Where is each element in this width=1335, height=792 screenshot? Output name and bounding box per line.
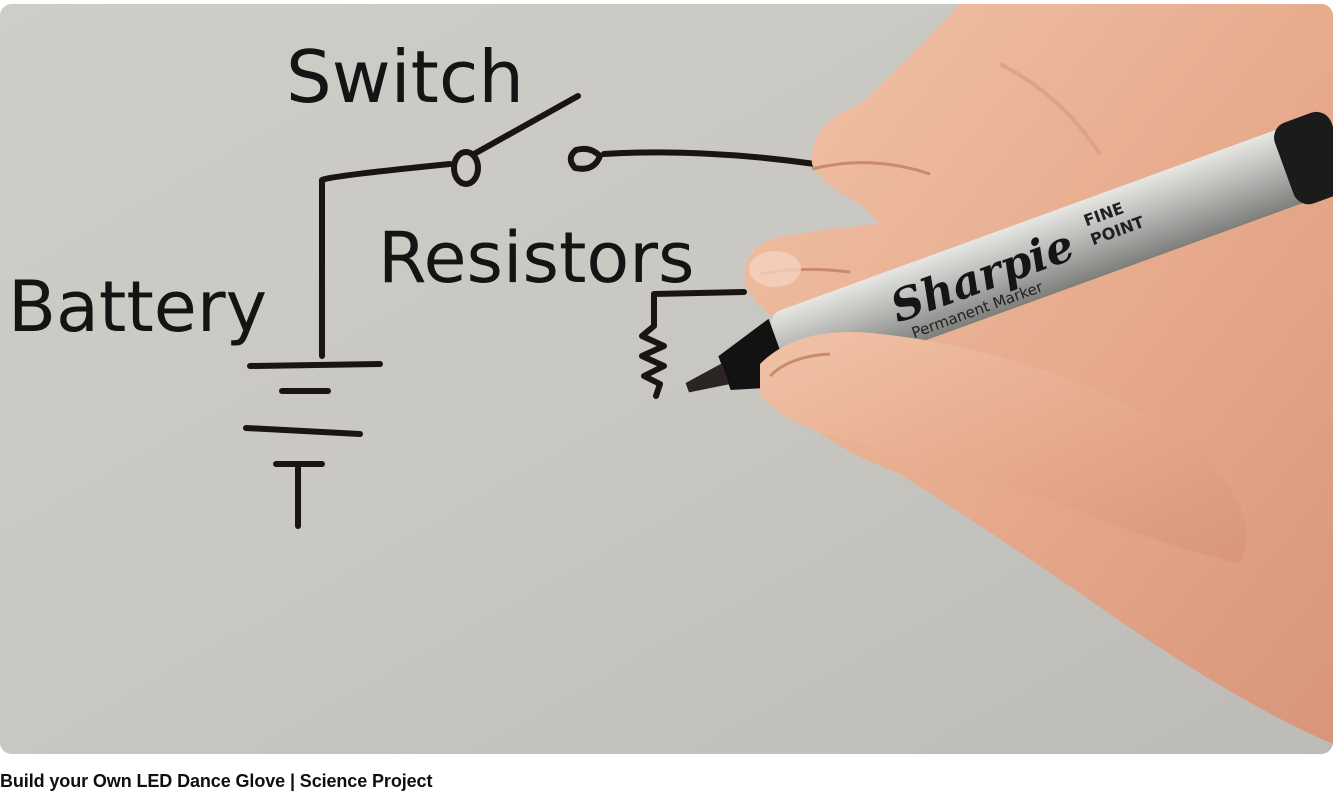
circuit-drawing: [243, 93, 818, 529]
battery-label: Battery: [8, 266, 267, 348]
video-player[interactable]: Switch Resistors Battery Sharpie FINE PO…: [0, 4, 1333, 754]
battery-plate-1: [247, 361, 383, 369]
resistor-zigzag: [639, 289, 747, 399]
resistors-label: Resistors: [378, 217, 694, 299]
marker-illustration: Sharpie FINE POINT Permanent Marker: [685, 111, 1333, 393]
circuit-wire-left: [319, 161, 453, 359]
circuit-wire-right: [601, 149, 818, 167]
thumb-illustration: [760, 332, 1247, 564]
switch-label: Switch: [286, 35, 524, 119]
switch-contact-left: [451, 149, 481, 187]
video-title[interactable]: Build your Own LED Dance Glove | Science…: [0, 771, 433, 791]
switch-lever: [471, 93, 581, 157]
video-frame: Switch Resistors Battery Sharpie FINE PO…: [0, 4, 1333, 754]
switch-contact-right: [567, 145, 603, 172]
battery-plate-3: [243, 425, 363, 437]
